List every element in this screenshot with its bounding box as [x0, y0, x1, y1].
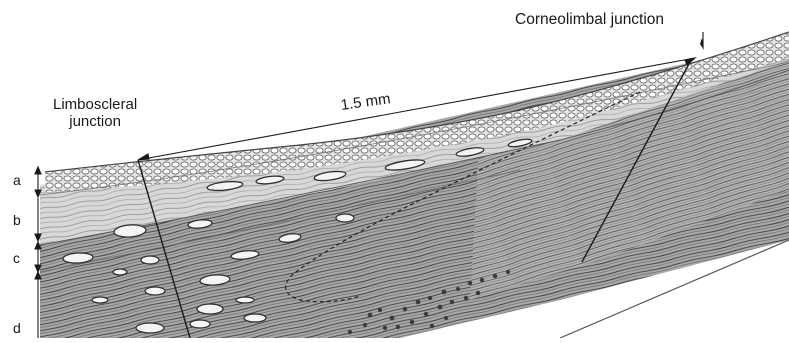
corneolimbal-junction-label: Corneolimbal junction	[515, 11, 664, 28]
layer-label-a: a	[13, 172, 21, 189]
layer-label-c: c	[13, 250, 20, 267]
layer-label-d: d	[13, 320, 21, 337]
limboscleral-label-line2: junction	[53, 113, 137, 130]
limboscleral-label-line1: Limboscleral	[53, 96, 137, 113]
layer-label-b: b	[13, 212, 21, 229]
limboscleral-junction-label: Limboscleral junction	[53, 96, 137, 130]
